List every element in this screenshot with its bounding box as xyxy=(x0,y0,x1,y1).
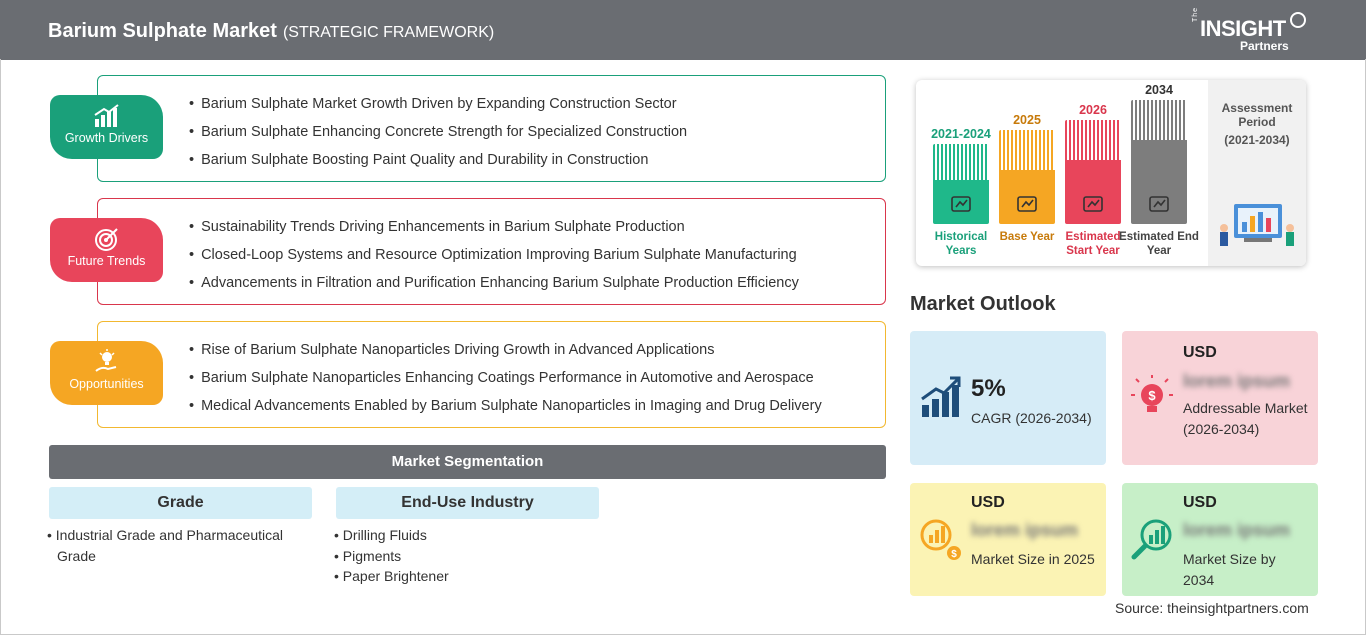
cagr-value: 5% xyxy=(971,375,1006,402)
list-item: Pigments xyxy=(334,546,594,567)
bar-chart-icon xyxy=(93,104,119,127)
market-outlook-title: Market Outlook xyxy=(910,293,1056,315)
money-chart-icon: $ xyxy=(920,519,961,560)
addressable-market-label: Addressable Market (2026-2034) xyxy=(1183,400,1308,437)
insight-partners-logo[interactable]: The INSIGHT Partners xyxy=(1192,7,1312,54)
page-header: Barium Sulphate Market(STRATEGIC FRAMEWO… xyxy=(0,0,1366,60)
timeline-year: 2026 xyxy=(1079,103,1107,117)
svg-text:$: $ xyxy=(1148,388,1156,403)
calendar-icon xyxy=(1017,196,1037,212)
chart-screen-icon xyxy=(1083,196,1103,212)
chart-magnifier-icon xyxy=(1131,519,1172,560)
analytics-illustration-icon xyxy=(1220,204,1294,246)
currency-label: USD xyxy=(1183,344,1217,361)
timeline-caption: Base Year xyxy=(999,231,1055,243)
currency-label: USD xyxy=(1183,494,1217,511)
timeline-year: 2025 xyxy=(1013,113,1041,127)
future-trends-tag: Future Trends xyxy=(50,218,163,282)
market-size-2034-card: USD lorem ipsum Market Size by 2034 xyxy=(1122,483,1318,596)
growth-chart-icon xyxy=(921,376,961,417)
list-item: Rise of Barium Sulphate Nanoparticles Dr… xyxy=(189,341,822,369)
timeline-caption: Estimated Start Year xyxy=(1065,231,1121,257)
blurred-value: lorem ipsum xyxy=(971,520,1079,540)
future-trends-card: Sustainability Trends Driving Enhancemen… xyxy=(97,198,886,305)
list-item: Drilling Fluids xyxy=(334,525,594,546)
list-item: Closed-Loop Systems and Resource Optimiz… xyxy=(189,246,799,274)
list-item: Barium Sulphate Market Growth Driven by … xyxy=(189,95,687,123)
page-title: Barium Sulphate Market(STRATEGIC FRAMEWO… xyxy=(48,20,495,42)
assessment-period-title: Assessment Period xyxy=(1221,101,1293,129)
market-size-2025-card: USD lorem ipsum Market Size in 2025 $ xyxy=(910,483,1106,596)
list-item: Advancements in Filtration and Purificat… xyxy=(189,274,799,302)
list-item: Barium Sulphate Nanoparticles Enhancing … xyxy=(189,369,822,397)
blurred-value: lorem ipsum xyxy=(1183,371,1291,391)
growth-drivers-tag: Growth Drivers xyxy=(50,95,163,159)
timeline-caption: Historical Years xyxy=(934,231,988,257)
list-item: Barium Sulphate Boosting Paint Quality a… xyxy=(189,151,687,179)
blurred-value: lorem ipsum xyxy=(1183,520,1291,540)
market-size-2025-label: Market Size in 2025 xyxy=(971,551,1095,567)
list-item: Barium Sulphate Enhancing Concrete Stren… xyxy=(189,123,687,151)
list-item: Industrial Grade and Pharmaceutical Grad… xyxy=(47,525,307,566)
list-item: Sustainability Trends Driving Enhancemen… xyxy=(189,218,799,246)
cagr-card: 5% CAGR (2026-2034) xyxy=(910,331,1106,465)
svg-text:$: $ xyxy=(951,549,957,560)
growth-drivers-card: Barium Sulphate Market Growth Driven by … xyxy=(97,75,886,182)
end-use-list: Drilling Fluids Pigments Paper Brightene… xyxy=(334,525,594,587)
segment-heading-end-use: End-Use Industry xyxy=(336,487,599,519)
timeline-caption: Estimated End Year xyxy=(1119,231,1199,257)
addressable-market-card: USD lorem ipsum Addressable Market (2026… xyxy=(1122,331,1318,465)
page-subtitle: (STRATEGIC FRAMEWORK) xyxy=(282,24,495,41)
assessment-period-range: (2021-2034) xyxy=(1224,133,1290,147)
market-segmentation-header: Market Segmentation xyxy=(49,445,886,479)
grade-list: Industrial Grade and Pharmaceutical Grad… xyxy=(47,525,307,566)
timeline-bar xyxy=(1065,120,1121,224)
list-item: Paper Brightener xyxy=(334,566,594,587)
timeline-bar xyxy=(999,130,1055,224)
timeline-bar xyxy=(1131,100,1187,224)
lightbulb-hand-icon xyxy=(94,349,116,372)
timeline-year: 2021-2024 xyxy=(931,127,991,141)
source-credit: Source: theinsightpartners.com xyxy=(1115,600,1309,616)
timeline-year: 2034 xyxy=(1145,83,1173,97)
list-item: Medical Advancements Enabled by Barium S… xyxy=(189,397,822,425)
timeline-bar xyxy=(933,144,989,224)
dollar-bulb-icon: $ xyxy=(1131,375,1173,412)
segment-heading-grade: Grade xyxy=(49,487,312,519)
presentation-icon xyxy=(1149,196,1169,212)
cagr-label: CAGR (2026-2034) xyxy=(971,410,1092,426)
opportunities-card: Rise of Barium Sulphate Nanoparticles Dr… xyxy=(97,321,886,428)
currency-label: USD xyxy=(971,494,1005,511)
opportunities-tag: Opportunities xyxy=(50,341,163,405)
market-size-2034-label: Market Size by 2034 xyxy=(1183,551,1276,588)
history-icon xyxy=(951,196,971,212)
target-icon xyxy=(94,228,118,251)
